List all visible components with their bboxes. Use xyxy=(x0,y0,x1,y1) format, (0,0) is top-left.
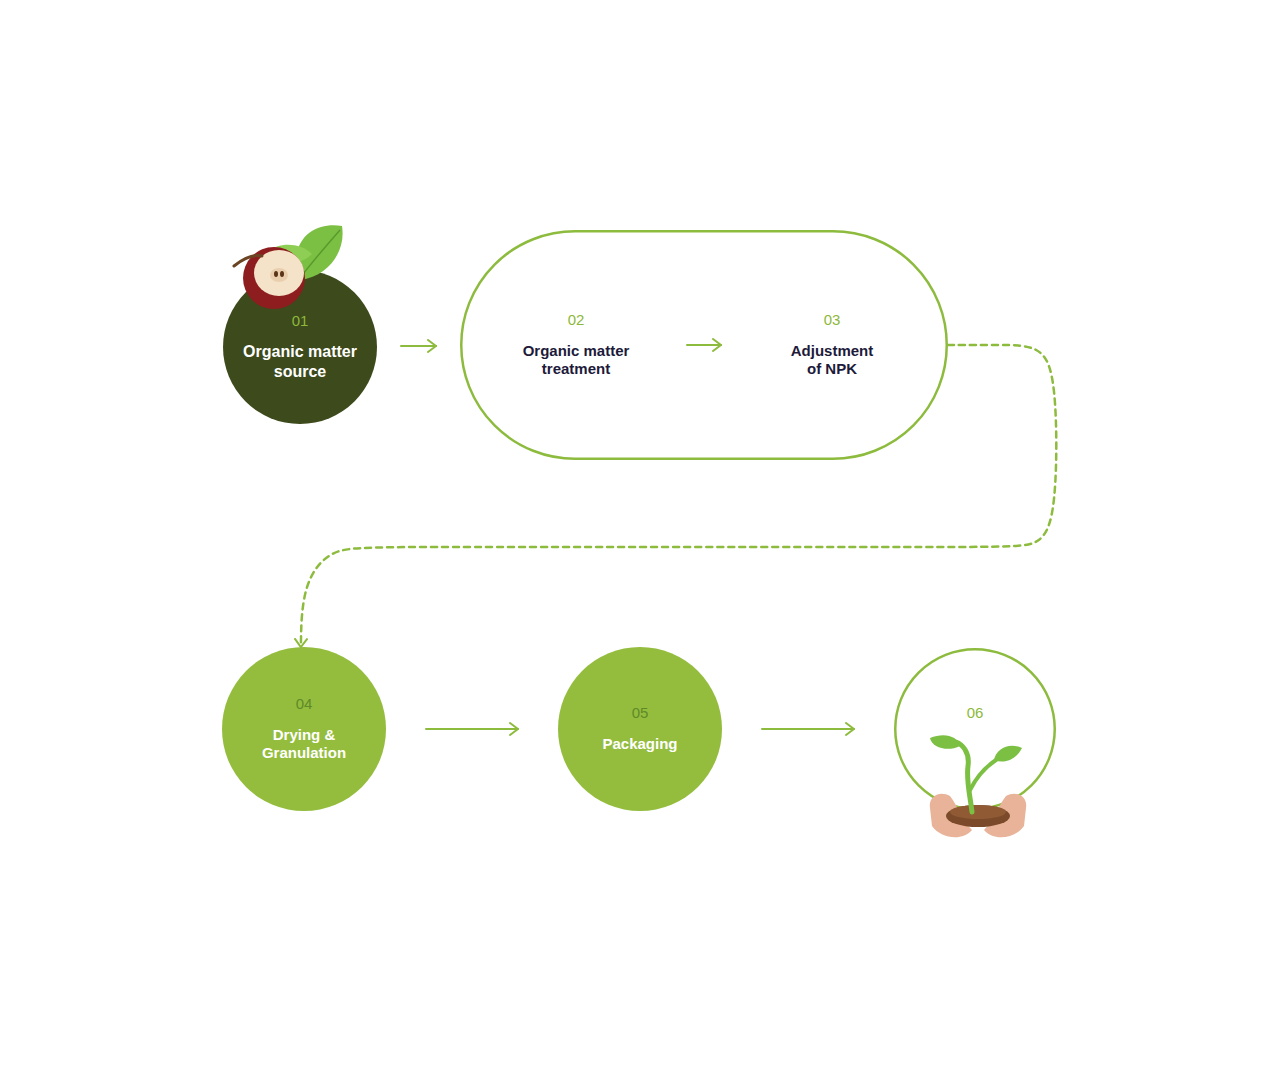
plant-leaf xyxy=(930,735,960,749)
apple-seed xyxy=(274,271,278,277)
soil-top xyxy=(950,805,1006,819)
apple-illustration xyxy=(234,225,343,309)
step-title: Drying & Granulation xyxy=(254,726,354,764)
process-circle: 01Organic matter source xyxy=(223,270,377,424)
hand xyxy=(930,794,972,838)
circle-shape xyxy=(558,647,722,811)
flow-arrow xyxy=(401,345,436,347)
result-circle: 06 xyxy=(894,648,1056,810)
leaf-vein xyxy=(300,230,340,278)
process-circle: 04Drying & Granulation xyxy=(222,647,386,811)
step-title: Packaging xyxy=(580,735,700,754)
leaf xyxy=(296,225,343,280)
plant-stem xyxy=(956,742,972,812)
flow-arrow xyxy=(687,344,721,346)
circle-shape xyxy=(223,270,377,424)
process-step: 03Adjustment of NPK xyxy=(762,305,902,385)
hand xyxy=(984,794,1026,838)
plant-stem xyxy=(970,760,996,790)
step-title: Adjustment of NPK xyxy=(785,342,880,380)
process-circle: 05Packaging xyxy=(558,647,722,811)
soil xyxy=(946,805,1010,827)
step-number: 03 xyxy=(802,311,862,330)
step-title: Organic matter treatment xyxy=(516,342,636,380)
circle-outline xyxy=(558,647,722,811)
plant-illustration xyxy=(930,735,1026,837)
dashed-connector xyxy=(301,345,1056,647)
flow-arrow xyxy=(762,728,854,730)
flow-arrow xyxy=(426,728,518,730)
step-number: 05 xyxy=(610,704,670,723)
circle-shape xyxy=(895,649,1055,809)
process-step: 02Organic matter treatment xyxy=(506,305,646,385)
plant-leaf xyxy=(994,746,1022,762)
circle-shape xyxy=(222,647,386,811)
step-number: 01 xyxy=(270,312,330,331)
apple-skin xyxy=(243,247,305,309)
step-number: 02 xyxy=(546,311,606,330)
leaf xyxy=(268,245,312,263)
apple-stem xyxy=(234,255,262,266)
circle-outline xyxy=(894,648,1056,810)
apple-flesh xyxy=(254,250,304,296)
band-shape xyxy=(461,231,947,459)
apple-seed xyxy=(280,271,284,277)
step-number: 06 xyxy=(945,704,1005,723)
step-number: 04 xyxy=(274,695,334,714)
group-band: 02Organic matter treatment 03Adjustment o… xyxy=(460,230,948,460)
apple-core xyxy=(270,268,288,282)
step-title: Organic matter source xyxy=(235,342,365,382)
